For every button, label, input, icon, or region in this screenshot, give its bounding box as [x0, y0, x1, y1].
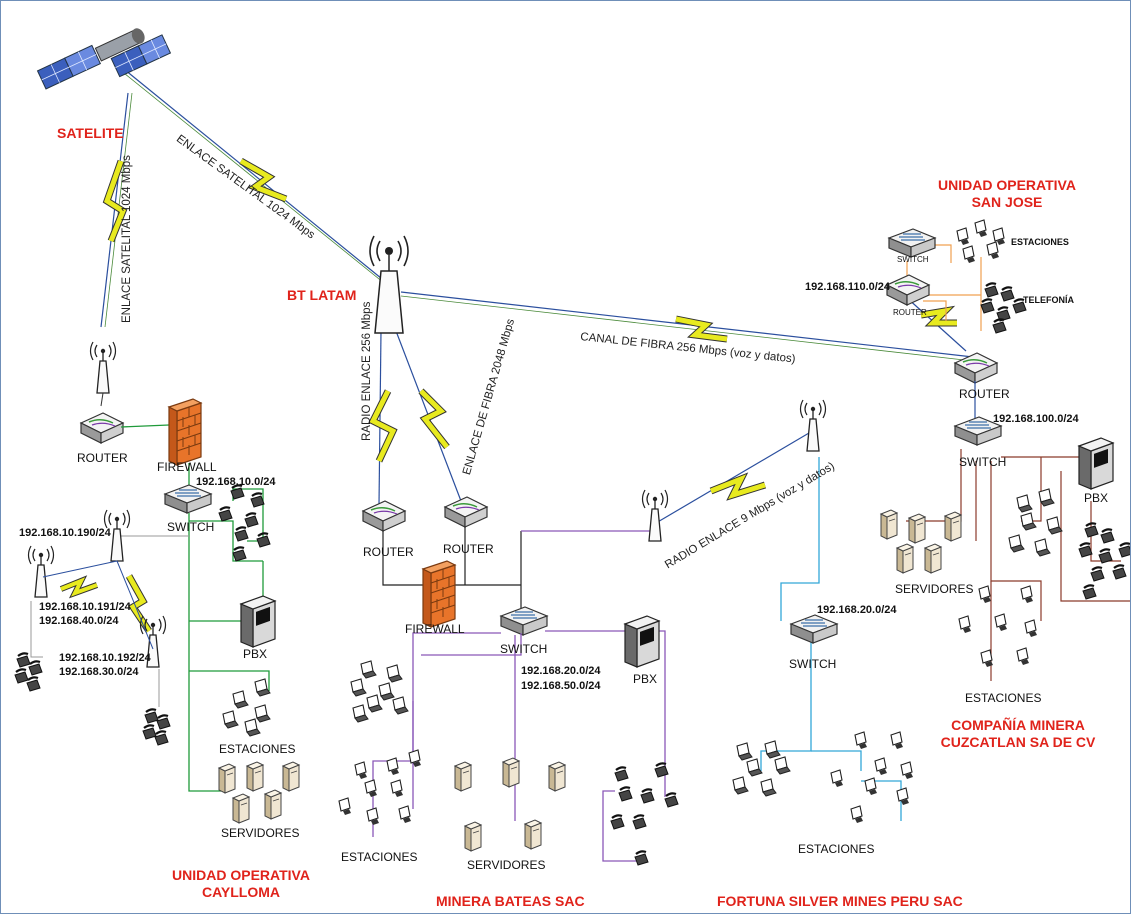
bateas-router1-label: ROUTER	[363, 545, 414, 559]
fortuna-network	[732, 399, 914, 824]
cuzcatlan-site-title: COMPAÑÍA MINERA CUZCATLAN SA DE CV	[931, 717, 1105, 751]
sanjose-network	[886, 219, 1028, 335]
bateas-site-title: MINERA BATEAS SAC	[436, 893, 585, 909]
caylloma-firewall-icon	[168, 398, 202, 466]
bateas-ip2-label: 192.168.50.0/24	[521, 680, 601, 692]
cuzcatlan-pbx-label: PBX	[1084, 491, 1109, 505]
caylloma-router-label: ROUTER	[77, 451, 128, 465]
bateas-radio-antenna-icon	[641, 489, 669, 542]
fortuna-site-title: FORTUNA SILVER MINES PERU SAC	[717, 893, 963, 909]
bateas-switch-label: SWITCH	[500, 642, 548, 656]
caylloma-switch-icon	[164, 484, 212, 514]
caylloma-lan-label: 192.168.10.0/24	[196, 476, 276, 488]
cuzcatlan-network	[880, 352, 1130, 681]
cuzcatlan-title-line2: CUZCATLAN SA DE CV	[940, 734, 1096, 750]
caylloma-radio-a-ip1: 192.168.10.191/24	[39, 601, 131, 613]
caylloma-radio-a-antenna-icon	[27, 545, 55, 598]
hub-label: BT LATAM	[287, 287, 357, 303]
caylloma-radio-b-ip1: 192.168.10.192/24	[59, 652, 151, 664]
bateas-router2-icon	[444, 496, 488, 528]
link-sat-to-caylloma: ENLACE SATELITAL 1024 Mbps	[121, 155, 133, 323]
sanjose-switch-icon	[888, 228, 936, 258]
bateas-firewall-icon	[422, 560, 456, 628]
caylloma-radio-main-label: 192.168.10.190/24	[19, 527, 111, 539]
sanjose-title-line1: UNIDAD OPERATIVA	[938, 177, 1076, 193]
sanjose-telefonia-label: TELEFONÍA	[1023, 295, 1074, 305]
cuzcatlan-title-line1: COMPAÑÍA MINERA	[951, 717, 1085, 733]
cuzcatlan-router-label: ROUTER	[959, 387, 1010, 401]
link-bt-radio: RADIO ENLACE 256 Mbps	[361, 301, 373, 441]
bateas-estaciones-label: ESTACIONES	[341, 850, 418, 864]
caylloma-title-line2: CAYLLOMA	[201, 884, 281, 900]
bt-latam-antenna-icon	[369, 235, 409, 334]
caylloma-servidores-label: SERVIDORES	[221, 826, 300, 840]
caylloma-pbx-label: PBX	[243, 647, 268, 661]
sanjose-site-title: UNIDAD OPERATIVA SAN JOSE	[935, 177, 1079, 211]
sanjose-estaciones-label: ESTACIONES	[1011, 237, 1069, 247]
bateas-pbx-icon	[624, 615, 660, 668]
cuzcatlan-pbx-icon	[1078, 437, 1114, 490]
caylloma-radio-b-ip2: 192.168.30.0/24	[59, 666, 139, 678]
fortuna-ip-label: 192.168.20.0/24	[817, 604, 897, 616]
bateas-pbx-label: PBX	[633, 672, 658, 686]
sanjose-ip-label: 192.168.110.0/24	[805, 281, 891, 293]
caylloma-site-title: UNIDAD OPERATIVA CAYLLOMA	[161, 867, 321, 901]
wireless-bolts	[59, 157, 957, 633]
caylloma-network	[13, 341, 300, 824]
fortuna-switch-icon	[790, 614, 838, 644]
sanjose-switch-label: SWITCH	[897, 255, 929, 264]
caylloma-switch-label: SWITCH	[167, 520, 215, 534]
caylloma-title-line1: UNIDAD OPERATIVA	[172, 867, 310, 883]
caylloma-firewall-label: FIREWALL	[157, 460, 217, 474]
sanjose-router-label: ROUTER	[893, 308, 927, 317]
caylloma-radio-a-ip2: 192.168.40.0/24	[39, 615, 119, 627]
sanjose-router-icon	[886, 274, 930, 306]
bateas-switch-icon	[500, 606, 548, 636]
cuzcatlan-ip-label: 192.168.100.0/24	[993, 413, 1079, 425]
cuzcatlan-router-icon	[954, 352, 998, 384]
fortuna-antenna-icon	[799, 399, 827, 452]
fortuna-switch-label: SWITCH	[789, 657, 837, 671]
satellite-label: SATELITE	[57, 125, 124, 141]
bateas-ip1-label: 192.168.20.0/24	[521, 665, 601, 677]
caylloma-estaciones-label: ESTACIONES	[219, 742, 296, 756]
cuzcatlan-estaciones-label: ESTACIONES	[965, 691, 1042, 705]
bateas-firewall-label: FIREWALL	[405, 622, 465, 636]
caylloma-main-antenna-icon	[89, 341, 117, 394]
cuzcatlan-switch-label: SWITCH	[959, 455, 1007, 469]
caylloma-router-icon	[80, 412, 124, 444]
fortuna-estaciones-label: ESTACIONES	[798, 842, 875, 856]
bateas-servidores-label: SERVIDORES	[467, 858, 546, 872]
bateas-router2-label: ROUTER	[443, 542, 494, 556]
caylloma-pbx-icon	[240, 595, 276, 648]
sanjose-title-line2: SAN JOSE	[971, 194, 1043, 210]
satellite-icon	[36, 28, 172, 90]
bateas-network	[338, 489, 680, 867]
cuzcatlan-servidores-label: SERVIDORES	[895, 582, 974, 596]
bateas-router1-icon	[362, 500, 406, 532]
